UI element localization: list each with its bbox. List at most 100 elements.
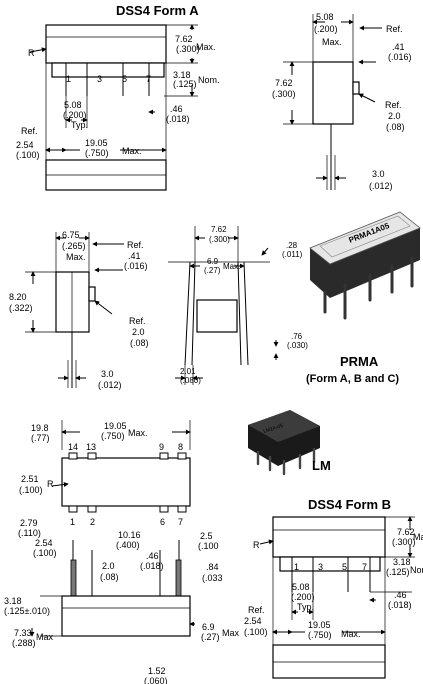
pin-1-label: 1 [66,74,71,84]
dim-pin-in: (.012) [369,181,393,191]
dim-pin-length-in: (.125) [386,567,410,577]
dim-pin-mm: 3.0 [372,169,385,179]
dim-thickness-mm: .28 [286,241,298,250]
dim-h-mm: .84 [206,562,219,572]
dim-pin-length-in: (.125) [173,79,197,89]
dim-width-in: (.77) [31,433,50,443]
pin-2-label: 2 [90,517,95,527]
dim-ref-mm: 2.51 [21,474,39,484]
dim-k-mm: 6.9 [202,622,215,632]
pin-1-label: 1 [294,562,299,572]
dim-height-mm: 7.62 [175,34,193,44]
pin-6-label: 6 [160,517,165,527]
dim-width-max: Max. [322,37,342,47]
dim-lead-span-in: (.27) [204,266,221,275]
dim-c-in: (.400) [116,540,140,550]
relay-top-view [272,644,386,679]
dim-pitch-typ: Typ. [71,120,88,130]
dim-length-in: (.750) [85,148,109,158]
dim-offset-in: (.100) [244,627,268,637]
prma-leads [184,261,249,366]
dss4-form-a-end-view: 5.08 (.200) Max. Ref. .41 (.016) 7.62 (.… [272,12,412,191]
lm-drawing: 19.8 (.77) 19.05 (.750) Max. 14 13 9 8 2… [4,420,240,684]
dim-e-in: (.100 [198,541,219,551]
pin-r-label: R [28,48,35,58]
dim-height-in: (.322) [9,303,33,313]
dim-height-in: (.300) [392,537,416,547]
dim-k-max: Max [222,628,240,638]
dim-b-mm: 2.54 [35,538,53,548]
dim-ref-label: Ref. [129,316,146,326]
pin-3-label: 3 [318,562,323,572]
dim-offset-in: (.100) [16,150,40,160]
dim-i-in: (.125±.010) [4,606,50,616]
dim-tab-height-in: (.08) [386,122,405,132]
dim-tab-in: (.016) [388,52,412,62]
dim-standoff-in: (.030) [287,341,308,350]
dim-ref-in: (.100) [19,485,43,495]
relay-base [51,62,165,78]
dim-pin-length-nom: Non [410,565,423,575]
lm-relay-photo: LM1A-05 [248,410,320,476]
dim-height-mm: 7.62 [397,527,415,537]
dim-tab-mm: .41 [128,251,141,261]
prma-end-view: 6.75 (.265) Max. Ref. .41 (.016) 8.20 (.… [9,230,149,390]
dim-standoff-mm: .76 [291,332,303,341]
dim-height-mm: 7.62 [275,78,293,88]
prma-side-view: 7.62 (.300) 6.9 (.27) Max. .28 (.011) .7… [168,225,308,385]
dim-j-max: Max [36,632,54,642]
dim-width-in: (.200) [314,24,338,34]
pin-1-label: 1 [70,517,75,527]
dim-tab-height-mm: 2.0 [132,327,145,337]
lm-title: LM [312,458,331,473]
prma-title: PRMA [340,354,379,369]
dim-tab-height-in: (.08) [130,338,149,348]
dim-height-in: (.300) [272,89,296,99]
relay-end-tab [352,81,360,95]
dim-lead-span-mm: 6.9 [207,257,219,266]
dim-g-mm: .46 [146,551,159,561]
dim-i-mm: 3.18 [4,596,22,606]
pin-5-label: 5 [122,74,127,84]
dim-height-max: Ma [413,532,423,542]
dim-length-max: Max. [128,428,148,438]
dss4-form-b-title: DSS4 Form B [308,497,391,512]
dim-offset-mm: 2.54 [16,140,34,150]
dim-f-in: (.08) [100,572,119,582]
dim-thickness-in: (.011) [282,250,303,259]
relay-base [279,556,381,572]
dim-pin-dia-mm: .46 [394,590,407,600]
dim-g-in: (.018) [140,561,164,571]
dim-ref-label: Ref. [385,100,402,110]
dss4-form-a-title: DSS4 Form A [116,3,199,18]
dim-length-max: Max. [122,146,142,156]
dim-pitch-in: (.200) [291,592,315,602]
prma-relay-photo: PRMA1A05 [309,211,421,320]
pin-14-label: 14 [68,442,78,452]
pin-7-label: 7 [178,517,183,527]
dim-height-in: (.300) [176,44,200,54]
dim-length-max: Max. [341,629,361,639]
dim-e-mm: 2.5 [200,531,213,541]
dim-c-mm: 10.16 [118,530,141,540]
dim-b-in: (.100) [33,548,57,558]
dim-ref-label: Ref. [21,126,38,136]
dim-pin-mm: 3.0 [101,369,114,379]
prma-side-body [196,299,238,333]
dim-pin-dia-mm: .46 [170,104,183,114]
dim-offset-mm: 2.54 [244,616,262,626]
pin-5-label: 5 [342,562,347,572]
dim-a-in: (.110) [18,528,41,538]
dim-lead-spacing-mm: 2.01 [180,367,196,376]
dim-height-mm: 8.20 [9,292,27,302]
relay-end-body [312,61,354,125]
pin-9-label: 9 [159,442,164,452]
dim-tab-in: (.016) [124,261,148,271]
lm-top-body [61,457,191,507]
dim-length-mm: 19.05 [308,620,331,630]
prma-end-tab [88,286,96,302]
dim-width-in: (.300) [209,235,230,244]
dim-ref-label: Ref. [386,24,403,34]
dim-h-in: (.033 [202,573,223,583]
dim-j-in: (.288) [12,638,36,648]
